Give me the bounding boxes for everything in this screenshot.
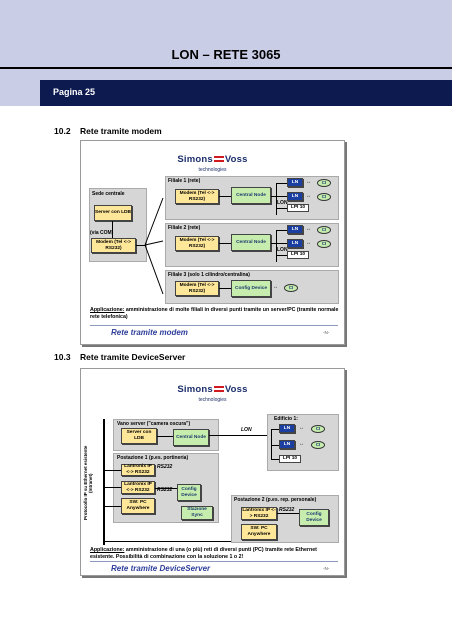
application-caption: Applicazione: amministrazione di molte f… [90, 307, 339, 320]
postazione1-stazione-sync: Stazione Sync [181, 506, 213, 520]
postazione1-lantronix-1: Lantronix IP <-> RS232 [121, 464, 155, 476]
filiale2-lon: LON [277, 247, 288, 253]
filiale2-cylinder-2: CI [317, 240, 331, 248]
filiale3-cylinder: CI [284, 284, 298, 292]
filiale1-modem: Modem (Tel <-> RS232) [175, 189, 219, 204]
edificio-ln-1: LN [279, 424, 295, 433]
logo-equals-mark [213, 385, 224, 392]
footer-rule [90, 325, 338, 326]
edificio-lpi: LPI 10 [279, 455, 301, 463]
edificio-ln-2: LN [279, 440, 295, 449]
edificio-cylinder-2: CI [311, 441, 325, 449]
modem-links [144, 197, 164, 295]
filiale3-modem: Modem (Tel <-> RS232) [175, 281, 219, 296]
slide-page-number: -N- [323, 330, 330, 335]
filiale1-central-node: Central Node [231, 187, 271, 204]
section-heading-10-2: 10.2 Rete tramite modem [54, 126, 162, 136]
filiale1-lpi: LPI 10 [287, 204, 309, 212]
section-title: Rete tramite DeviceServer [80, 352, 186, 362]
page-title: LON – RETE 3065 [171, 47, 281, 62]
filiale2-central-node: Central Node [231, 234, 271, 251]
filiale2-title: Filiale 2 (rete) [168, 225, 201, 231]
filiale3-config-device: Config Device [231, 280, 271, 297]
postazione2-rs232: RS232 [279, 507, 295, 513]
filiale2-cylinder-1: CI [317, 226, 331, 234]
via-com-label: (via COM) [90, 230, 114, 236]
postazione2-pc-anywhere: SW: PC Anywhere [241, 524, 277, 540]
postazione2-title: Postazione 2 (p.es. rep. personale) [234, 497, 317, 503]
header-divider [0, 67, 452, 69]
section-number: 10.3 [54, 352, 71, 362]
application-caption: Applicazione: amministrazione di una (o … [90, 547, 317, 560]
logo-equals-mark [213, 155, 224, 162]
vano-title: Vano server ("camera oscura") [117, 421, 191, 427]
vano-lon: LON [241, 427, 252, 433]
section-number: 10.2 [54, 126, 71, 136]
postazione1-lantronix-2: Lantronix IP <-> RS232 [121, 481, 155, 494]
postazione1-rs232-2: RS232 [157, 487, 173, 493]
filiale1-cylinder-2: CI [317, 193, 331, 201]
filiale1-ln-1: LN [287, 178, 303, 187]
filiale1-lon: LON [277, 200, 288, 206]
ethernet-protocol-label: Protocollo IP su Ethernet esistente (Int… [83, 445, 93, 521]
page-label-bar: Pagina 25 [40, 80, 452, 106]
slide-page-number: -N- [323, 566, 330, 571]
sede-modem-box: Modem (Tel <-> RS232) [91, 238, 136, 253]
postazione1-title: Postazione 1 (p.es. portineria) [117, 455, 189, 461]
postazione2-lantronix: Lantronix IP <-> RS232 [241, 507, 277, 520]
filiale2-ln-1: LN [287, 225, 303, 234]
sede-server-box: Server con LDB [94, 205, 132, 221]
vano-central-node: Central Node [173, 429, 209, 446]
filiale2-modem: Modem (Tel <-> RS232) [175, 236, 219, 251]
filiale3-title: Filiale 3 (solo 1 cilindro/centralina) [168, 272, 250, 278]
filiale1-cylinder-1: CI [317, 179, 331, 187]
sede-label: Sede centrale [92, 191, 125, 197]
vano-server-box: Server con LDB [121, 428, 157, 444]
section-title: Rete tramite modem [80, 126, 162, 136]
slide-footer-title: Rete tramite DeviceServer [111, 564, 211, 573]
slide-footer-title: Rete tramite modem [111, 328, 188, 337]
filiale1-ln-2: LN [287, 192, 303, 201]
filiale2-lpi: LPI 10 [287, 251, 309, 259]
filiale1-title: Filiale 1 (rete) [168, 178, 201, 184]
edificio-cylinder-1: CI [311, 425, 325, 433]
postazione1-pc-anywhere: SW: PC Anywhere [121, 498, 155, 514]
ethernet-backbone [103, 419, 105, 545]
postazione1-rs232-1: RS232 [157, 464, 173, 470]
page-label: Pagina 25 [53, 87, 96, 97]
filiale2-ln-2: LN [287, 239, 303, 248]
footer-rule [90, 561, 338, 562]
postazione1-config-device: Config Device [177, 484, 201, 501]
postazione2-config-device: Config Device [299, 509, 329, 526]
edificio-title: Edificio 1: [274, 416, 298, 422]
section-heading-10-3: 10.3 Rete tramite DeviceServer [54, 352, 185, 362]
